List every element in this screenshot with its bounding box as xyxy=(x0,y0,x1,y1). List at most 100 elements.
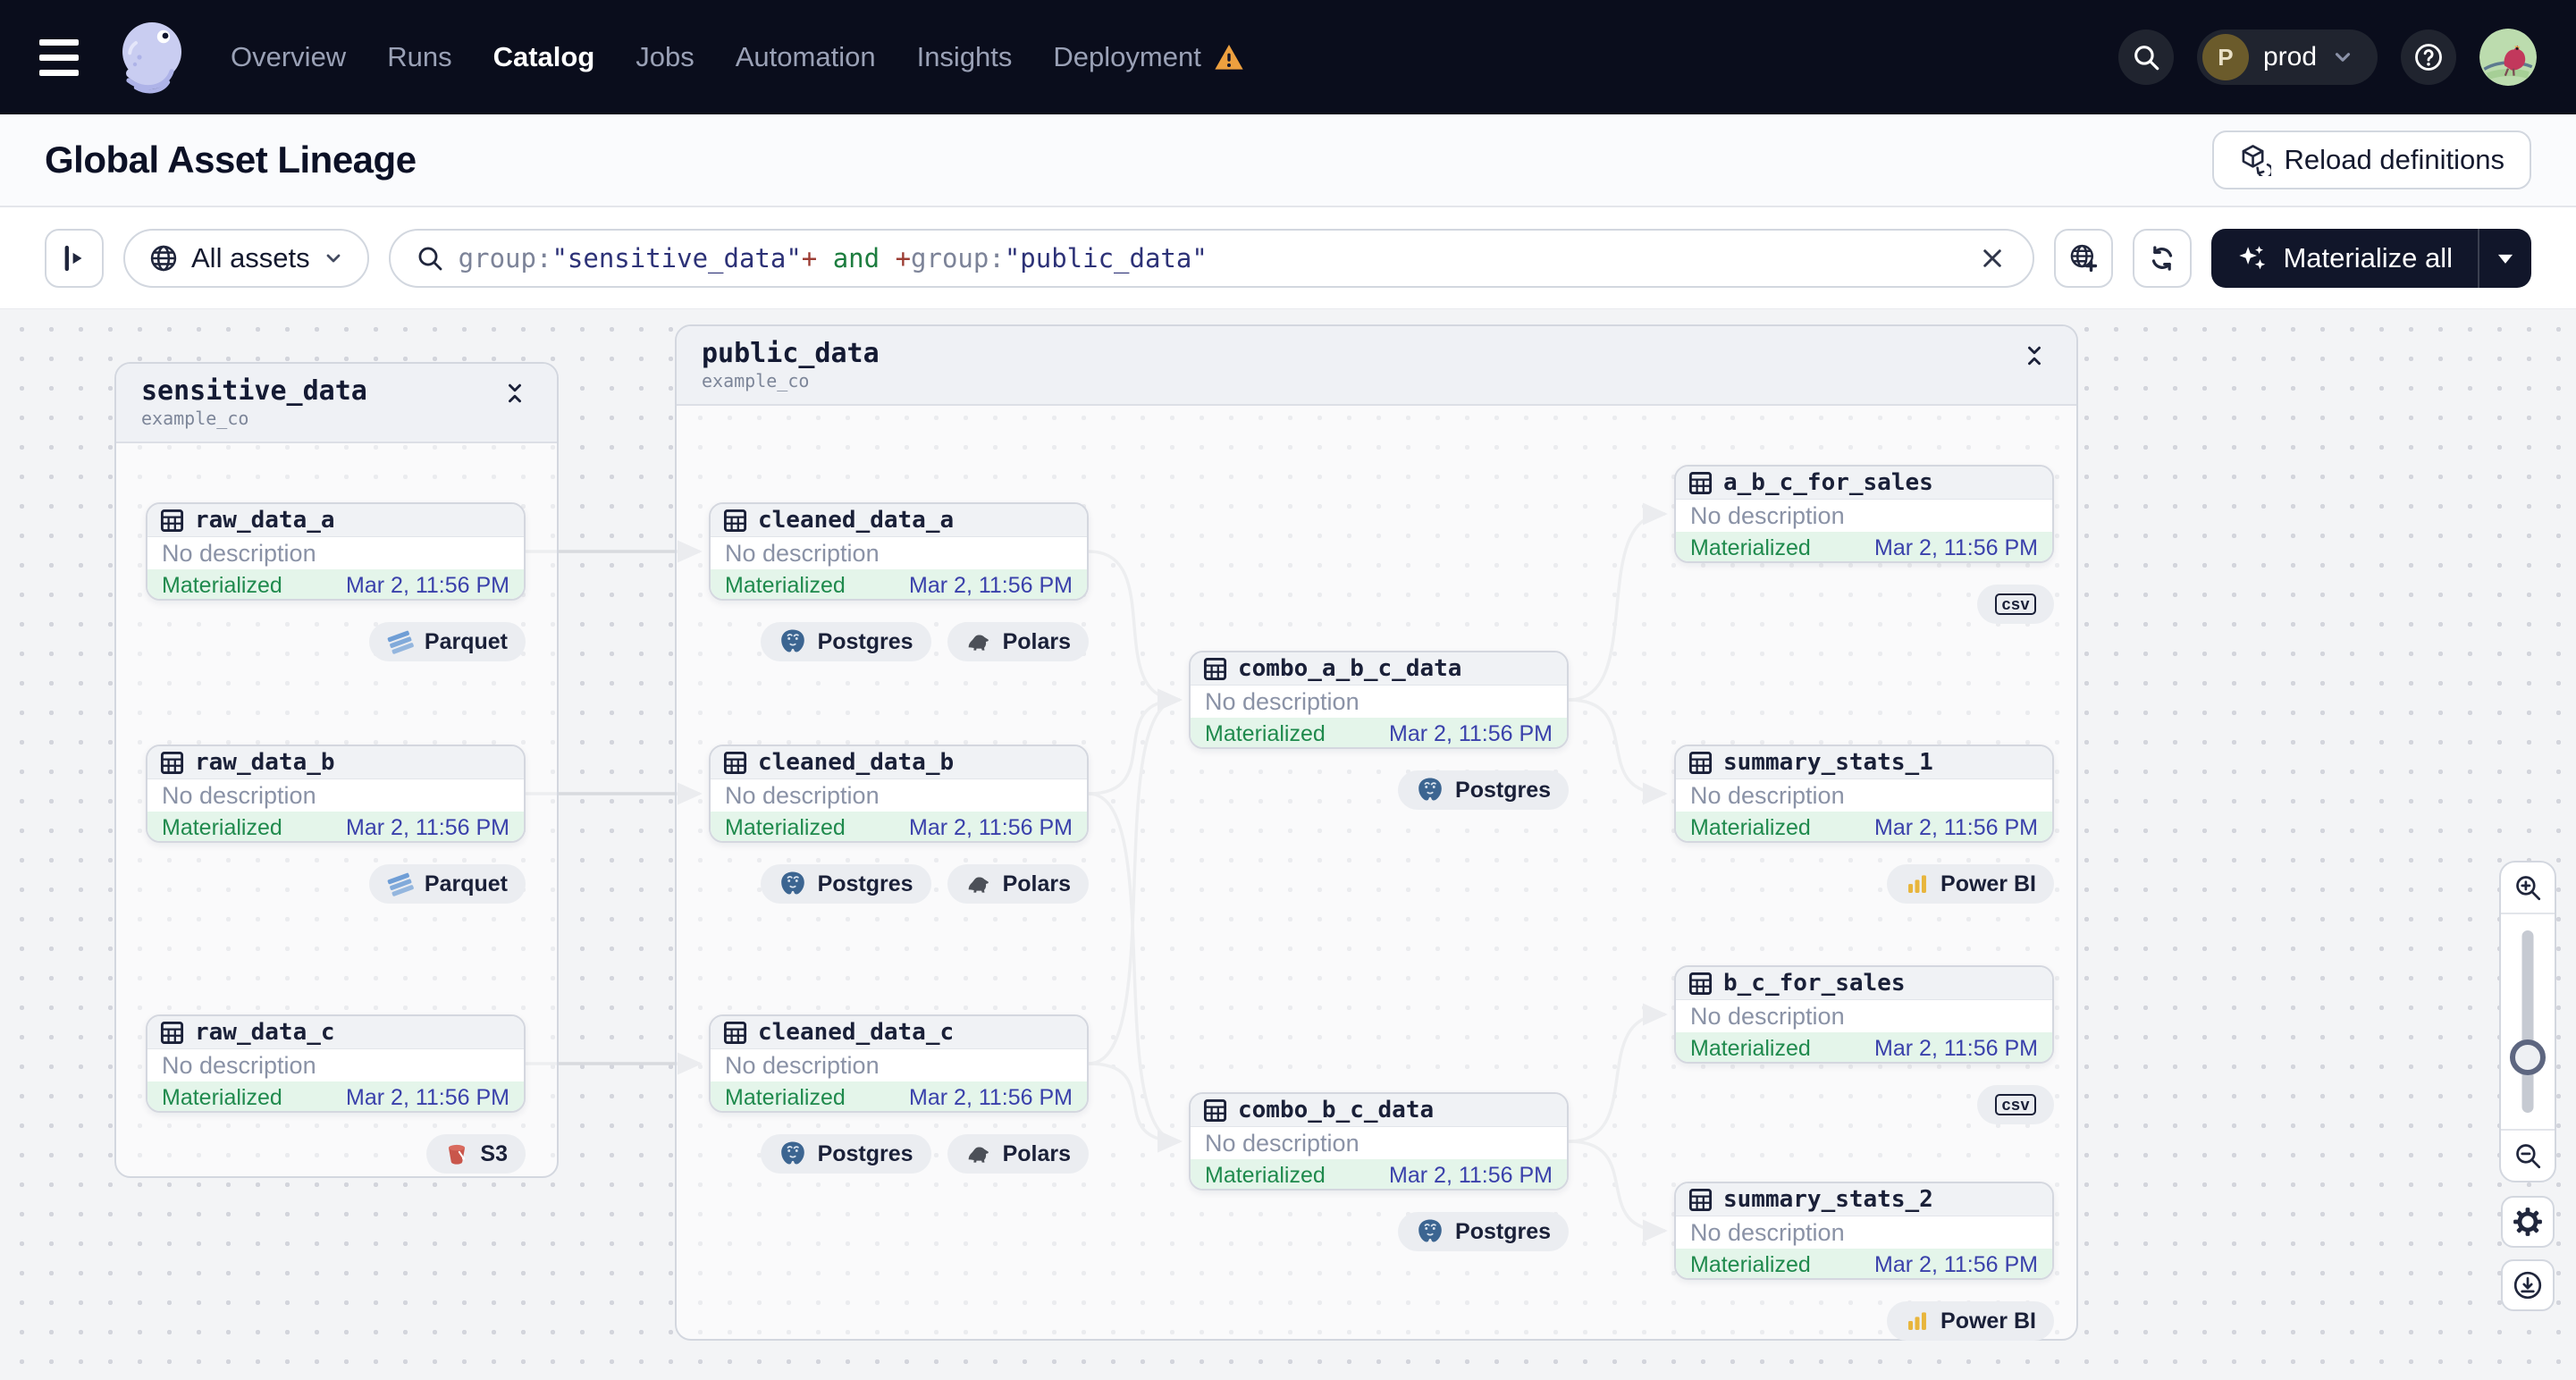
badge-postgres[interactable]: Postgres xyxy=(760,1134,931,1174)
asset-description: No description xyxy=(725,1051,880,1079)
clear-search-button[interactable] xyxy=(1974,240,2011,277)
badge-polars[interactable]: Polars xyxy=(947,864,1089,904)
asset-timestamp: Mar 2, 11:56 PM xyxy=(909,573,1073,598)
nav-item-label: Catalog xyxy=(492,41,595,72)
badge-power-bi[interactable]: Power BI xyxy=(1887,864,2054,904)
help-icon[interactable] xyxy=(2401,29,2456,85)
nav-item-label: Deployment xyxy=(1053,41,1201,72)
asset-node-combo_b_c_data[interactable]: combo_b_c_data No description Materializ… xyxy=(1189,1092,1569,1191)
page-title: Global Asset Lineage xyxy=(45,139,417,181)
open-side-panel-button[interactable] xyxy=(45,228,104,288)
collapse-group-icon[interactable] xyxy=(498,376,532,410)
asset-node-b_c_for_sales[interactable]: b_c_for_sales No description Materialize… xyxy=(1674,965,2054,1064)
badge-postgres[interactable]: Postgres xyxy=(1398,770,1569,810)
asset-name: cleaned_data_a xyxy=(758,507,955,534)
badge-csv[interactable]: csv xyxy=(1977,585,2054,624)
asset-status: Materialized xyxy=(162,573,282,598)
badge-polars[interactable]: Polars xyxy=(947,622,1089,661)
workspace-switcher[interactable]: P prod xyxy=(2196,29,2378,85)
postgres-icon xyxy=(779,627,807,656)
table-icon xyxy=(1688,751,1713,775)
download-icon[interactable] xyxy=(2501,1259,2555,1311)
asset-node-header: cleaned_data_a xyxy=(711,504,1087,537)
badge-postgres[interactable]: Postgres xyxy=(760,864,931,904)
powerbi-icon xyxy=(1905,871,1930,896)
asset-description: No description xyxy=(725,781,880,809)
asset-node-cleaned_data_c[interactable]: cleaned_data_c No description Materializ… xyxy=(709,1014,1089,1113)
asset-group-title: public_data xyxy=(702,338,880,369)
asset-node-header: cleaned_data_b xyxy=(711,746,1087,779)
badge-label: Parquet xyxy=(424,628,508,654)
lineage-canvas[interactable]: sensitive_data example_co public_data ex… xyxy=(0,309,2576,1380)
badge-power-bi[interactable]: Power BI xyxy=(1887,1301,2054,1341)
reload-definitions-button[interactable]: Reload definitions xyxy=(2211,130,2531,189)
gear-icon[interactable] xyxy=(2501,1196,2555,1248)
asset-node-header: summary_stats_1 xyxy=(1676,746,2052,779)
badge-parquet[interactable]: Parquet xyxy=(368,622,526,661)
nav-item-deployment[interactable]: Deployment xyxy=(1053,41,1243,73)
asset-search-input[interactable]: group:"sensitive_data"+ and +group:"publ… xyxy=(388,228,2035,288)
asset-node-summary_stats_2[interactable]: summary_stats_2 No description Materiali… xyxy=(1674,1182,2054,1280)
asset-group-subtitle: example_co xyxy=(141,407,249,429)
zoom-controls xyxy=(2499,861,2556,1182)
search-icon xyxy=(418,247,442,270)
badge-polars[interactable]: Polars xyxy=(947,1134,1089,1174)
nav-item-runs[interactable]: Runs xyxy=(387,41,451,73)
badge-csv[interactable]: csv xyxy=(1977,1085,2054,1124)
zoom-in-icon[interactable] xyxy=(2501,862,2555,914)
asset-node-cleaned_data_b[interactable]: cleaned_data_b No description Materializ… xyxy=(709,745,1089,843)
nav-item-insights[interactable]: Insights xyxy=(917,41,1013,73)
nav-item-label: Runs xyxy=(387,41,452,72)
asset-status-row: Materialized Mar 2, 11:56 PM xyxy=(711,1081,1087,1111)
asset-description: No description xyxy=(162,781,316,809)
table-icon xyxy=(160,509,184,533)
materialize-all-button[interactable]: Materialize all xyxy=(2211,229,2478,288)
asset-node-raw_data_a[interactable]: raw_data_a No description Materialized M… xyxy=(146,502,526,601)
nav-item-overview[interactable]: Overview xyxy=(231,41,346,73)
search-icon[interactable] xyxy=(2117,29,2174,85)
asset-node-wrapper-raw_data_b: raw_data_b No description Materialized M… xyxy=(146,745,526,904)
query-token-plus: + xyxy=(895,242,912,273)
asset-node-cleaned_data_a[interactable]: cleaned_data_a No description Materializ… xyxy=(709,502,1089,601)
badge-postgres[interactable]: Postgres xyxy=(1398,1212,1569,1251)
asset-node-a_b_c_for_sales[interactable]: a_b_c_for_sales No description Materiali… xyxy=(1674,465,2054,563)
postgres-icon xyxy=(779,870,807,898)
refresh-button[interactable] xyxy=(2133,228,2193,288)
zoom-slider-track[interactable] xyxy=(2521,930,2534,1113)
dagster-logo-icon[interactable] xyxy=(109,14,195,100)
zoom-out-icon[interactable] xyxy=(2501,1129,2555,1181)
table-icon xyxy=(160,1021,184,1045)
asset-node-raw_data_c[interactable]: raw_data_c No description Materialized M… xyxy=(146,1014,526,1113)
new-lineage-view-button[interactable] xyxy=(2054,228,2114,288)
asset-node-wrapper-summary_stats_2: summary_stats_2 No description Materiali… xyxy=(1674,1182,2054,1341)
asset-scope-dropdown[interactable]: All assets xyxy=(123,228,369,288)
csv-icon: csv xyxy=(1995,1094,2036,1115)
asset-node-header: summary_stats_2 xyxy=(1676,1183,2052,1216)
menu-icon[interactable] xyxy=(39,29,97,86)
badge-postgres[interactable]: Postgres xyxy=(760,622,931,661)
asset-name: summary_stats_2 xyxy=(1723,1186,1933,1213)
nav-item-catalog[interactable]: Catalog xyxy=(493,41,595,73)
asset-badges: Parquet xyxy=(146,622,526,661)
close-icon xyxy=(1983,248,2002,267)
asset-node-combo_a_b_c_data[interactable]: combo_a_b_c_data No description Material… xyxy=(1189,651,1569,749)
asset-node-raw_data_b[interactable]: raw_data_b No description Materialized M… xyxy=(146,745,526,843)
zoom-slider-thumb[interactable] xyxy=(2510,1039,2546,1075)
panel-expand-icon xyxy=(64,245,82,271)
asset-description: No description xyxy=(1690,501,1845,529)
asset-name: raw_data_a xyxy=(195,507,335,534)
table-icon xyxy=(1688,972,1713,996)
top-nav: Overview Runs Catalog Jobs Automation Insight… xyxy=(0,0,2576,114)
asset-node-summary_stats_1[interactable]: summary_stats_1 No description Materiali… xyxy=(1674,745,2054,843)
materialize-options-button[interactable] xyxy=(2478,228,2531,288)
nav-item-automation[interactable]: Automation xyxy=(736,41,876,73)
collapse-group-icon[interactable] xyxy=(2017,339,2051,373)
zoom-slider[interactable] xyxy=(2501,914,2555,1129)
nav-item-label: Automation xyxy=(735,41,876,72)
asset-node-header: a_b_c_for_sales xyxy=(1676,467,2052,500)
user-avatar[interactable] xyxy=(2479,29,2537,86)
badge-label: Postgres xyxy=(817,1140,913,1166)
badge-s3[interactable]: S3 xyxy=(426,1134,526,1174)
nav-item-jobs[interactable]: Jobs xyxy=(636,41,694,73)
badge-parquet[interactable]: Parquet xyxy=(368,864,526,904)
